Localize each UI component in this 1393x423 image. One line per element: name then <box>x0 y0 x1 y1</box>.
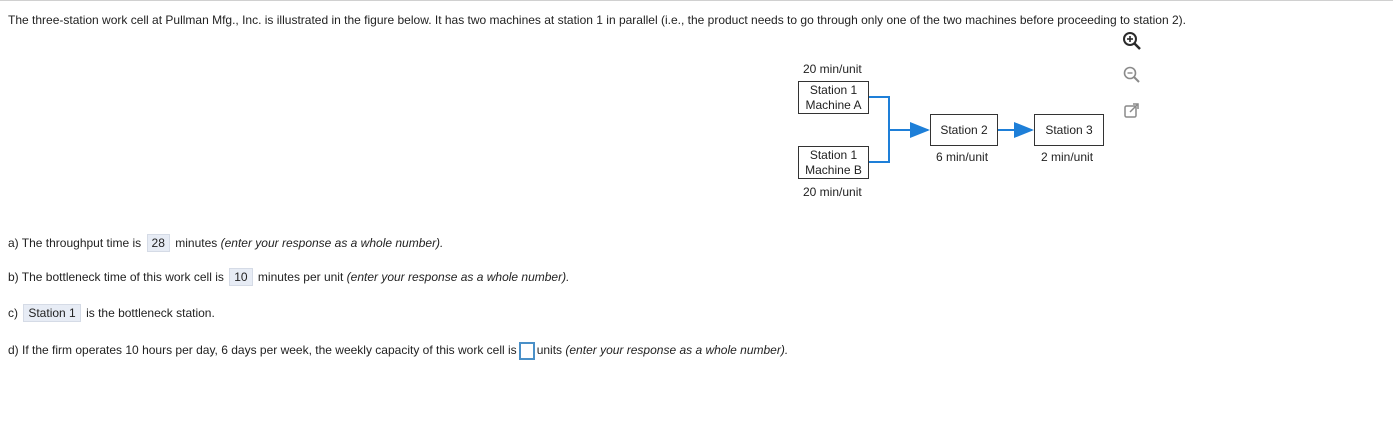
station3-rate: 2 min/unit <box>1041 150 1094 164</box>
station1-machine-a-box: Station 1 Machine A <box>798 81 869 114</box>
connector-lines <box>869 96 1034 163</box>
answer-d-input[interactable] <box>518 342 535 360</box>
problem-statement: The three-station work cell at Pullman M… <box>8 13 1186 27</box>
machine-a-rate: 20 min/unit <box>803 62 862 76</box>
question-d-text: d) If the firm operates 10 hours per day… <box>8 343 517 358</box>
zoom-out-icon[interactable] <box>1122 65 1142 85</box>
machine-b-rate: 20 min/unit <box>803 185 862 199</box>
work-cell-diagram: 20 min/unit Station 1 Machine A Station … <box>798 62 1104 199</box>
question-d: d) If the firm operates 10 hours per day… <box>8 342 788 360</box>
answer-a[interactable]: 28 <box>146 234 170 252</box>
question-d-unit: units <box>536 343 563 358</box>
machine-a-station-label: Station 1 <box>809 83 858 97</box>
answer-b[interactable]: 10 <box>229 268 253 286</box>
question-b-text: b) The bottleneck time of this work cell… <box>8 270 224 284</box>
station2-box: Station 2 <box>930 114 998 146</box>
station1-machine-b-box: Station 1 Machine B <box>798 146 869 179</box>
machine-a-label: Machine A <box>805 98 862 112</box>
machine-b-station-label: Station 1 <box>809 148 858 162</box>
question-a: a) The throughput time is 28 minutes (en… <box>8 234 444 252</box>
question-c: c) Station 1 is the bottleneck station. <box>8 304 215 322</box>
question-c-suffix: is the bottleneck station. <box>86 306 215 320</box>
station2-rate: 6 min/unit <box>936 150 989 164</box>
question-a-unit: minutes <box>175 236 218 250</box>
machine-b-label: Machine B <box>805 163 862 177</box>
station3-box: Station 3 <box>1034 114 1104 146</box>
zoom-in-icon[interactable] <box>1122 31 1142 51</box>
answer-c[interactable]: Station 1 <box>23 304 81 322</box>
question-b-hint: (enter your response as a whole number). <box>346 270 570 284</box>
question-b-unit: minutes per unit <box>257 270 344 284</box>
top-divider <box>0 0 1393 1</box>
question-c-text: c) <box>8 306 18 320</box>
question-d-hint: (enter your response as a whole number). <box>565 343 789 358</box>
question-a-text: a) The throughput time is <box>8 236 142 250</box>
question-a-hint: (enter your response as a whole number). <box>220 236 444 250</box>
question-b: b) The bottleneck time of this work cell… <box>8 268 570 286</box>
external-link-icon[interactable] <box>1122 101 1142 121</box>
